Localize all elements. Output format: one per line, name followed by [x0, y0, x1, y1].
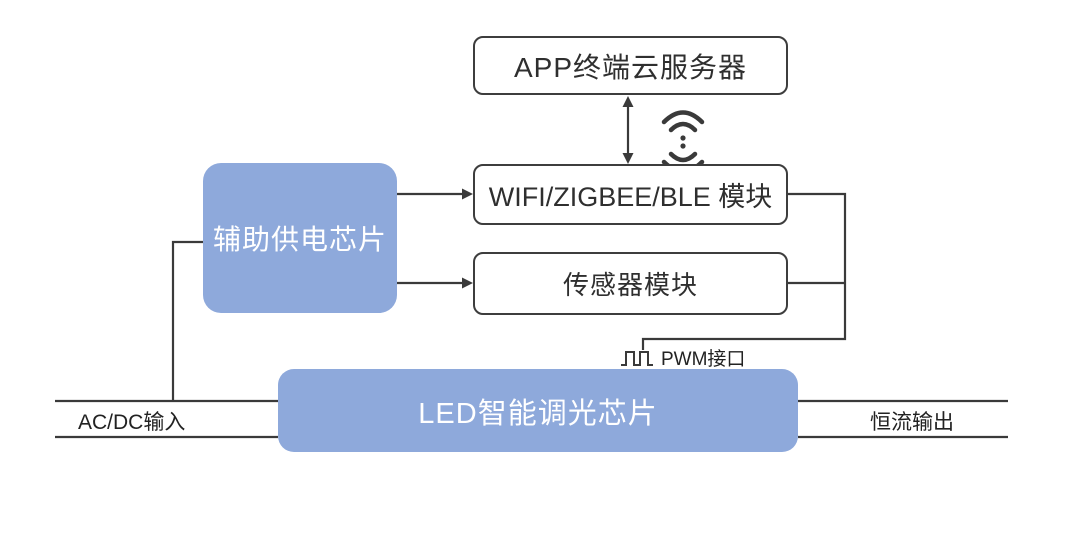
- wireless-signal-icon: [661, 110, 705, 174]
- arrow-cloud-wireless: [622, 96, 634, 164]
- node-aux-power-chip: 辅助供电芯片: [203, 163, 397, 313]
- wire-modules-to-pwm: [641, 192, 847, 350]
- node-led-dimming-chip-label: LED智能调光芯片: [418, 397, 658, 430]
- node-cloud-server: APP终端云服务器: [473, 36, 788, 95]
- node-wireless-module-label: WIFI/ZIGBEE/BLE 模块: [488, 182, 773, 212]
- pwm-interface-label: PWM接口: [661, 349, 746, 370]
- node-sensor-module-label: 传感器模块: [562, 270, 698, 300]
- wire-left-rails: [55, 399, 278, 439]
- wire-right-rails: [798, 399, 1008, 439]
- node-aux-power-chip-label: 辅助供电芯片: [212, 224, 387, 255]
- constant-current-output-label: 恒流输出: [870, 411, 954, 434]
- wire-acin-to-aux: [171, 240, 203, 401]
- node-sensor-module: 传感器模块: [473, 252, 788, 315]
- pwm-waveform-icon: [621, 351, 653, 366]
- ac-dc-input-label: AC/DC输入: [78, 411, 186, 434]
- node-led-dimming-chip: LED智能调光芯片: [278, 369, 798, 452]
- node-wireless-module: WIFI/ZIGBEE/BLE 模块: [473, 164, 788, 225]
- arrow-aux-wireless: [397, 188, 473, 200]
- node-cloud-server-label: APP终端云服务器: [513, 51, 748, 83]
- arrow-aux-sensor: [397, 277, 473, 289]
